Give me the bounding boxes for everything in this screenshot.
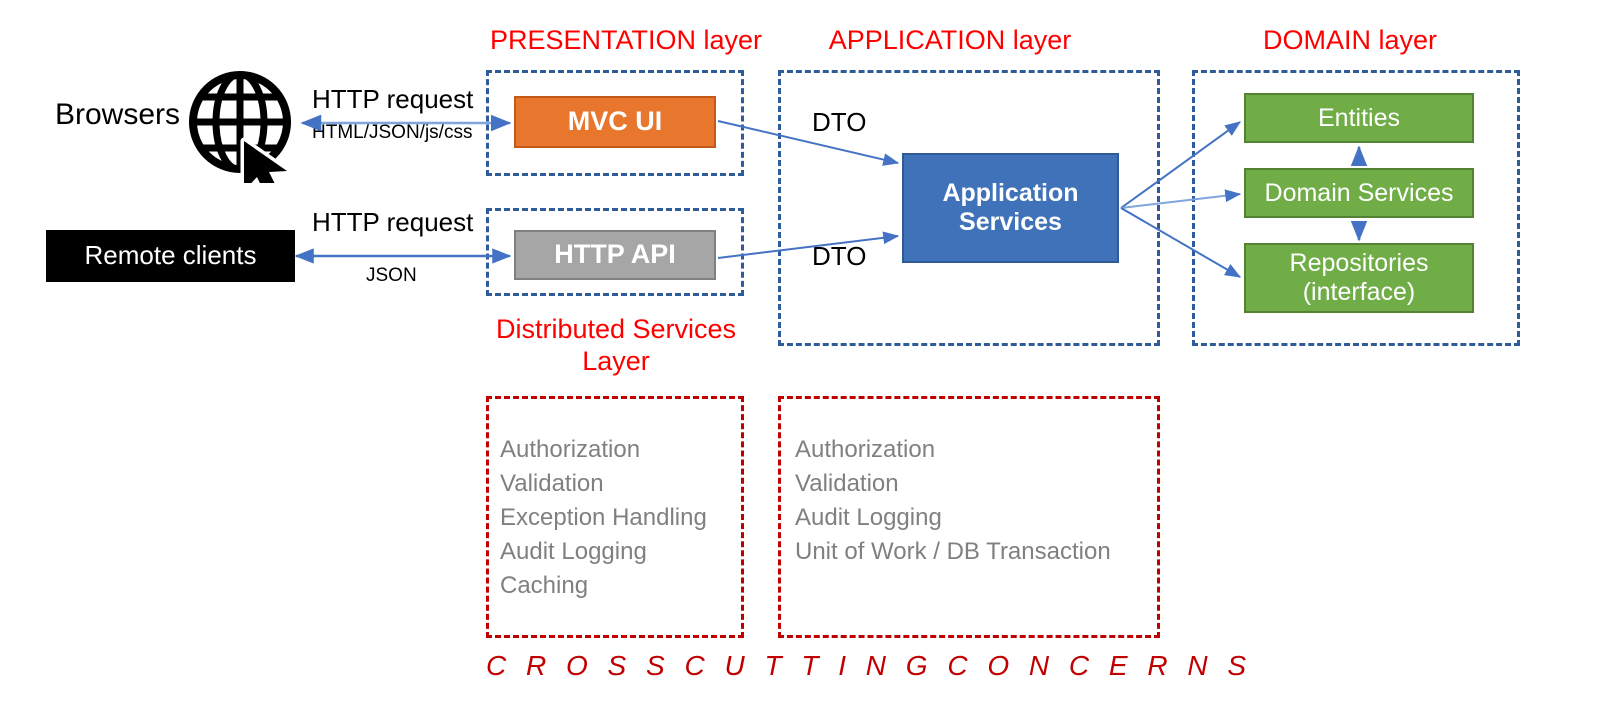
cc-item: Validation bbox=[795, 470, 899, 498]
presentation-layer-title: PRESENTATION layer bbox=[490, 25, 763, 55]
browser-response-label: HTML/JSON/js/css bbox=[312, 122, 473, 143]
distributed-services-layer-title: Distributed Services Layer bbox=[485, 313, 747, 378]
cc-item: Audit Logging bbox=[500, 538, 647, 566]
mvc-ui-label: MVC UI bbox=[567, 106, 663, 137]
browsers-label: Browsers bbox=[55, 98, 181, 131]
entities-box: Entities bbox=[1244, 93, 1474, 143]
repositories-label-line2: (interface) bbox=[1302, 278, 1416, 306]
browser-http-request-label: HTTP request bbox=[312, 84, 474, 114]
cc-item: Authorization bbox=[500, 436, 641, 463]
remote-response-label: JSON bbox=[366, 265, 417, 286]
distributed-services-cc-list: Authorization Validation Exception Handl… bbox=[500, 433, 740, 603]
cc-item: Validation bbox=[500, 470, 604, 498]
cc-item: Exception Handling bbox=[500, 504, 707, 532]
cc-item: Authorization bbox=[795, 436, 936, 463]
domain-layer-title: DOMAIN layer bbox=[1262, 25, 1438, 55]
application-cc-container bbox=[778, 396, 1160, 638]
application-services-label-line2: Services bbox=[959, 208, 1062, 236]
domain-services-box: Domain Services bbox=[1244, 168, 1474, 218]
application-cc-list: Authorization Validation Audit Logging U… bbox=[795, 433, 1155, 569]
application-services-label-line1: Application bbox=[942, 179, 1079, 208]
repositories-label-line1: Repositories bbox=[1289, 249, 1429, 278]
http-api-label: HTTP API bbox=[554, 239, 676, 270]
distributed-services-title-line2: Layer bbox=[582, 346, 650, 377]
remote-clients-label: Remote clients bbox=[84, 240, 257, 271]
cc-item: Unit of Work / DB Transaction bbox=[795, 538, 1111, 566]
mvc-ui-box: MVC UI bbox=[514, 96, 716, 148]
application-layer-title: APPLICATION layer bbox=[828, 25, 1072, 55]
distributed-services-title-line1: Distributed Services bbox=[495, 314, 737, 344]
remote-clients-box: Remote clients bbox=[46, 230, 295, 282]
repositories-box: Repositories (interface) bbox=[1244, 243, 1474, 313]
cross-cutting-concerns-banner: C R O S S C U T T I N G C O N C E R N S bbox=[486, 650, 1253, 681]
entities-label: Entities bbox=[1318, 103, 1400, 132]
application-services-box: Application Services bbox=[902, 153, 1119, 263]
cc-item: Caching bbox=[500, 572, 589, 600]
distributed-services-cc-container bbox=[486, 396, 744, 638]
globe-cursor-icon bbox=[186, 67, 300, 200]
remote-http-request-label: HTTP request bbox=[312, 207, 474, 237]
cc-item: Audit Logging bbox=[795, 504, 942, 532]
http-api-box: HTTP API bbox=[514, 230, 716, 280]
domain-services-label: Domain Services bbox=[1264, 178, 1454, 207]
